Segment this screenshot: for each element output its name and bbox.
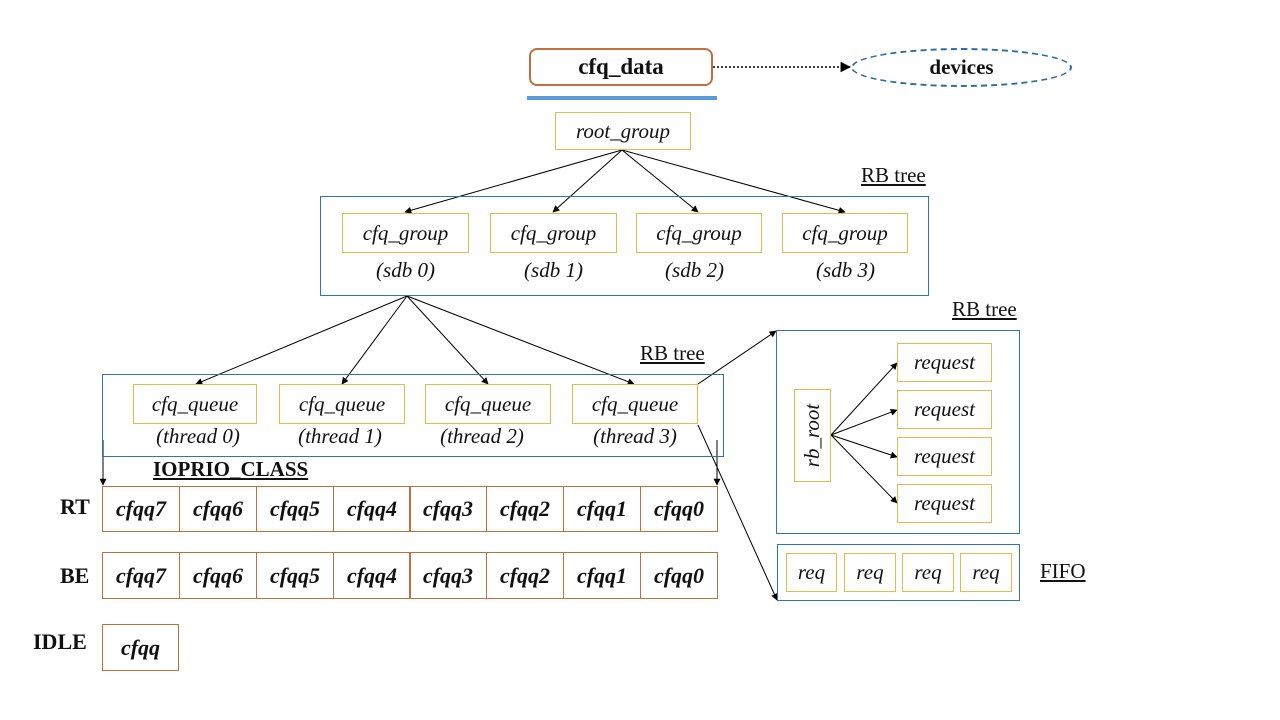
edge-rbroot-req-2 xyxy=(830,434,898,459)
queue-node-0: cfq_queue xyxy=(133,384,257,424)
edge-root-group-0 xyxy=(404,149,623,214)
devices-node: devices xyxy=(851,48,1072,87)
group-node-3: cfq_group xyxy=(782,213,908,253)
queue-node-3: cfq_queue xyxy=(572,384,698,424)
root-group-node: root_group xyxy=(555,112,691,150)
fifo-req: req xyxy=(786,553,837,592)
rt-cell: cfqq7 xyxy=(102,486,180,532)
rt-cell: cfqq1 xyxy=(563,486,641,532)
rb-tree-label-requests: RB tree xyxy=(952,297,1017,321)
queues-rbtree-container xyxy=(102,374,724,457)
request-node: request xyxy=(897,343,992,382)
fifo-label: FIFO xyxy=(1040,559,1086,583)
rb-root-label: rb_root xyxy=(800,403,824,468)
group-node-1: cfq_group xyxy=(490,213,617,253)
class-label-rt: RT xyxy=(60,494,90,519)
group-sub-3: (sdb 3) xyxy=(816,258,875,282)
queue-node-1: cfq_queue xyxy=(279,384,405,424)
rb-root-node: rb_root xyxy=(794,389,831,482)
be-cell: cfqq5 xyxy=(256,552,334,599)
rb-tree-label-groups: RB tree xyxy=(861,163,926,187)
queue-sub-2: (thread 2) xyxy=(440,424,524,448)
class-label-be: BE xyxy=(60,563,90,588)
request-node: request xyxy=(897,390,992,429)
be-cell: cfqq6 xyxy=(179,552,257,599)
be-cell: cfqq4 xyxy=(333,552,411,599)
be-cell: cfqq0 xyxy=(640,552,718,599)
rt-cell: cfqq0 xyxy=(640,486,718,532)
edge-root-group-3 xyxy=(621,149,846,214)
request-rbtree-container xyxy=(776,330,1020,534)
groups-rbtree-container xyxy=(320,196,929,296)
group-sub-0: (sdb 0) xyxy=(376,258,435,282)
rt-cell: cfqq2 xyxy=(486,486,564,532)
request-node: request xyxy=(897,484,992,523)
queue-sub-0: (thread 0) xyxy=(156,424,240,448)
edge-group-queue-0 xyxy=(195,295,408,385)
cfq-data-node: cfq_data xyxy=(529,48,713,86)
edge-queue-rbtree xyxy=(697,330,777,385)
class-label-idle: IDLE xyxy=(33,629,87,654)
edge-root-group-1 xyxy=(552,149,623,213)
queue-sub-1: (thread 1) xyxy=(298,424,382,448)
group-node-2: cfq_group xyxy=(636,213,762,253)
edge-queue-fifo xyxy=(697,424,778,601)
fifo-req: req xyxy=(902,553,954,592)
queue-sub-3: (thread 3) xyxy=(593,424,677,448)
edge-group-queue-2 xyxy=(406,295,489,385)
fifo-req: req xyxy=(844,553,896,592)
edge-group-queue-1 xyxy=(341,295,408,385)
rt-cell: cfqq3 xyxy=(409,486,487,532)
ioprio-class-label: IOPRIO_CLASS xyxy=(153,457,309,481)
edge-group-queue-3 xyxy=(406,295,635,385)
fifo-container xyxy=(777,544,1020,601)
group-sub-1: (sdb 1) xyxy=(524,258,583,282)
be-cell: cfqq1 xyxy=(563,552,641,599)
idle-cell: cfqq xyxy=(102,624,179,671)
rb-tree-label-queues: RB tree xyxy=(640,341,705,365)
be-cell: cfqq7 xyxy=(102,552,180,599)
be-cell: cfqq3 xyxy=(409,552,487,599)
rt-cell: cfqq6 xyxy=(179,486,257,532)
request-node: request xyxy=(897,437,992,476)
edge-rbroot-req-0 xyxy=(830,362,898,436)
fifo-req: req xyxy=(960,553,1012,592)
rt-cell: cfqq5 xyxy=(256,486,334,532)
edge-rbroot-req-1 xyxy=(830,408,898,436)
edge-root-group-2 xyxy=(621,149,699,213)
queue-node-2: cfq_queue xyxy=(425,384,551,424)
edge-rbroot-req-3 xyxy=(830,434,898,504)
be-cell: cfqq2 xyxy=(486,552,564,599)
rt-cell: cfqq4 xyxy=(333,486,411,532)
group-node-0: cfq_group xyxy=(342,213,469,253)
group-sub-2: (sdb 2) xyxy=(665,258,724,282)
